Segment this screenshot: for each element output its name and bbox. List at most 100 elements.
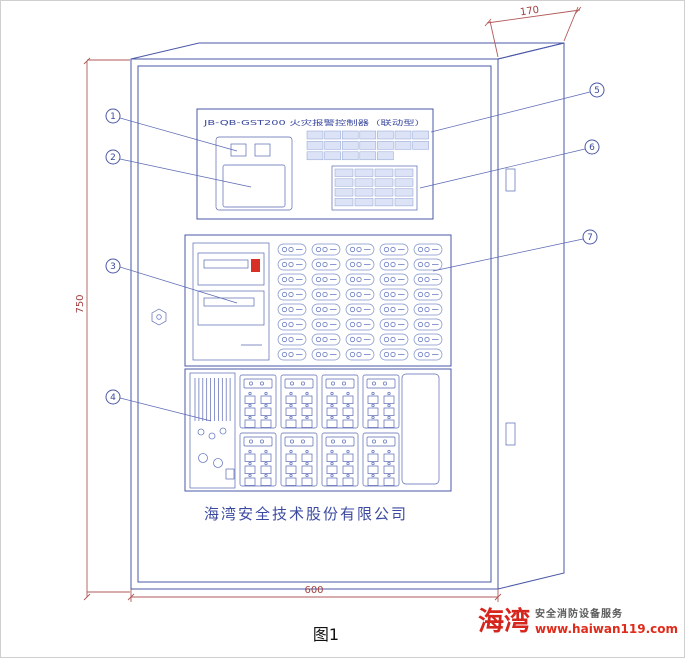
module-led [371, 473, 375, 478]
zone-led [417, 246, 424, 253]
zone-led [288, 291, 294, 298]
zone-led-cell [413, 303, 443, 316]
module-button [383, 407, 395, 416]
zone-led [356, 261, 362, 268]
module-led [259, 439, 264, 444]
indicator-label [334, 178, 354, 187]
module-button [244, 453, 256, 462]
indicator-label [306, 141, 324, 150]
zone-led [390, 336, 396, 343]
callouts: 1 2 3 4 5 [105, 82, 605, 422]
figure-caption: 图1 [312, 625, 340, 644]
indicator-block-2 [331, 165, 418, 211]
operator-panel [189, 372, 236, 489]
module-button [326, 465, 338, 474]
module-led [371, 415, 375, 420]
module-header [325, 436, 355, 447]
zone-led-grid [277, 243, 443, 361]
module-button [285, 395, 297, 404]
module-button [326, 477, 338, 486]
indicator-label [377, 151, 394, 161]
module-button [326, 453, 338, 462]
indicator-label [334, 168, 354, 177]
module-button [244, 407, 256, 416]
zone-led [383, 246, 390, 253]
zone-led [424, 246, 430, 253]
callout-5-number: 5 [594, 86, 600, 96]
indicator-label [394, 168, 414, 177]
indicator-label [374, 188, 394, 197]
zone-led [281, 261, 288, 268]
zone-led [315, 306, 322, 313]
label-card-2 [197, 290, 265, 326]
lock-icon [151, 308, 167, 326]
callout-7-number: 7 [587, 233, 593, 243]
zone-led [322, 276, 328, 283]
zone-led-cell [277, 273, 307, 286]
zone-led-cell [413, 258, 443, 271]
zone-led [315, 246, 322, 253]
module-led [330, 449, 334, 454]
module-header [243, 378, 273, 389]
zone-led [424, 306, 430, 313]
callout-7: 7 [432, 229, 598, 272]
module-led [289, 449, 293, 454]
module-button [342, 407, 354, 416]
panel-button-3 [219, 427, 227, 435]
module-led [248, 461, 252, 466]
zone-led [424, 261, 430, 268]
cabinet-body [130, 42, 565, 590]
zone-led [315, 336, 322, 343]
zone-led [424, 351, 430, 358]
zone-led [315, 261, 322, 268]
haiwan-logo: 海湾 安全消防设备服务 www.haiwan119.com [478, 609, 678, 637]
zone-led [315, 321, 322, 328]
control-module [280, 432, 318, 487]
indicator-label [341, 141, 359, 150]
indicator-label [394, 198, 414, 207]
indicator-label [412, 141, 429, 150]
callout-2-number: 2 [110, 153, 116, 163]
zone-led [383, 276, 390, 283]
module-led [371, 381, 376, 386]
module-led [305, 403, 309, 408]
module-button [383, 419, 395, 428]
panel-switch [225, 468, 235, 480]
module-led [387, 473, 391, 478]
module-led [264, 403, 268, 408]
zone-led-cell [277, 333, 307, 346]
module-button [301, 395, 313, 404]
module-led [259, 381, 264, 386]
module-led [371, 391, 375, 396]
zone-led [424, 336, 430, 343]
module-button [383, 395, 395, 404]
module-button [367, 453, 379, 462]
label-slot-1 [203, 259, 249, 269]
indicator-label [394, 130, 412, 140]
zone-led-cell [277, 243, 307, 256]
zone-led [349, 336, 356, 343]
callout-1-number: 1 [110, 112, 116, 122]
module-led [341, 381, 346, 386]
module-led [289, 439, 294, 444]
control-module [280, 374, 318, 429]
control-module [362, 432, 400, 487]
zone-led-cell [345, 348, 375, 361]
indicator-label [341, 130, 359, 140]
panel-title: JB-QB-GST200 火灾报警控制器（联动型） [202, 118, 426, 127]
zone-led [349, 321, 356, 328]
module-led [264, 415, 268, 420]
logo-website[interactable]: www.haiwan119.com [535, 621, 678, 636]
module-button [367, 419, 379, 428]
zone-led [281, 246, 288, 253]
module-button [342, 395, 354, 404]
module-led [382, 381, 387, 386]
speaker-grille [194, 378, 231, 421]
zone-led [424, 291, 430, 298]
label-card-area [192, 242, 270, 361]
indicator-label [377, 141, 394, 150]
module-button [367, 407, 379, 416]
company-name: 海湾安全技术股份有限公司 [204, 505, 408, 523]
zone-led [383, 291, 390, 298]
callout-3-number: 3 [110, 262, 116, 272]
